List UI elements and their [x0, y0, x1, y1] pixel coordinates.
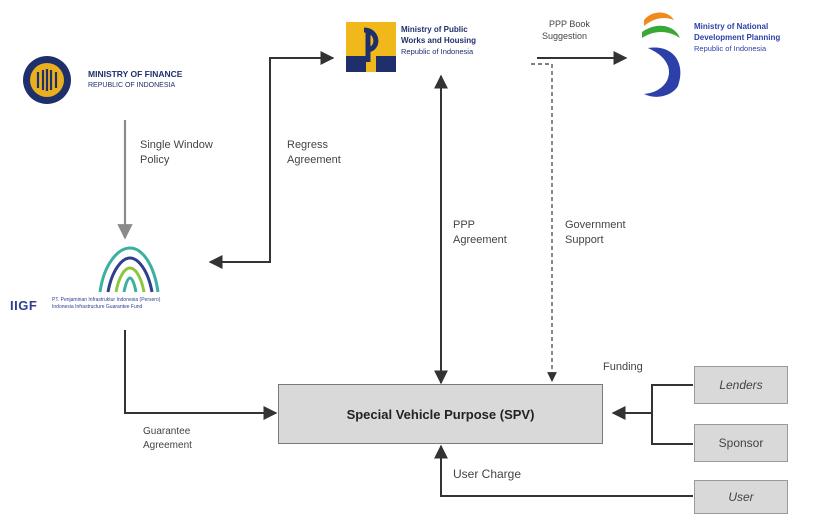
label-gov-support-2: Support	[565, 234, 604, 246]
bappenas-emblem-icon	[642, 12, 681, 97]
label-ppp-agreement-1: PPP	[453, 219, 476, 231]
mof-name: MINISTRY OF FINANCE	[88, 69, 183, 79]
label-guarantee-1: Guarantee	[143, 426, 191, 437]
lenders-box: Lenders	[694, 366, 788, 404]
label-guarantee-2: Agreement	[143, 440, 192, 451]
edge-regress	[208, 51, 335, 269]
label-user-charge: User Charge	[453, 467, 522, 481]
label-ppp-book-2: Suggestion	[542, 31, 588, 41]
edge-funding-lenders	[651, 384, 693, 445]
mof-sub: REPUBLIC OF INDONESIA	[88, 82, 176, 89]
edge-guarantee	[124, 330, 278, 420]
label-regress-1: Regress	[287, 139, 328, 151]
spv-box: Special Vehicle Purpose (SPV)	[278, 384, 603, 444]
label-regress-2: Agreement	[287, 154, 341, 166]
pupr-line1: Ministry of Public	[401, 25, 468, 34]
mof-emblem-icon	[23, 56, 71, 104]
iigf-logo: IIGF PT. Penjaminan Infrastruktur Indone…	[10, 240, 245, 325]
pupr-line3: Republic of Indonesia	[401, 47, 474, 56]
bappenas-line1: Ministry of National	[694, 22, 769, 31]
label-ppp-agreement-2: Agreement	[453, 234, 507, 246]
iigf-abbr: IIGF	[10, 298, 38, 313]
label-single-window-2: Policy	[140, 154, 170, 166]
bappenas-line2: Development Planning	[694, 33, 781, 42]
edge-gov-support	[531, 63, 557, 382]
label-gov-support-1: Government	[565, 219, 626, 231]
edge-user-charge	[434, 444, 693, 497]
iigf-line1: PT. Penjaminan Infrastruktur Indonesia (…	[52, 297, 161, 303]
pupr-emblem-icon	[346, 22, 396, 72]
label-ppp-book-1: PPP Book	[549, 19, 590, 29]
pupr-logo: Ministry of Public Works and Housing Rep…	[346, 22, 546, 74]
iigf-line2: Indonesia Infrastructure Guarantee Fund	[52, 304, 143, 310]
iigf-emblem-icon	[98, 246, 160, 293]
sponsor-box: Sponsor	[694, 424, 788, 462]
mof-logo: MINISTRY OF FINANCE REPUBLIC OF INDONESI…	[18, 52, 243, 107]
label-funding: Funding	[603, 361, 643, 373]
label-single-window-1: Single Window	[140, 139, 213, 151]
user-box: User	[694, 480, 788, 514]
bappenas-logo: Ministry of National Development Plannin…	[634, 8, 831, 103]
pupr-line2: Works and Housing	[401, 36, 476, 45]
bappenas-line3: Republic of Indonesia	[694, 44, 767, 53]
